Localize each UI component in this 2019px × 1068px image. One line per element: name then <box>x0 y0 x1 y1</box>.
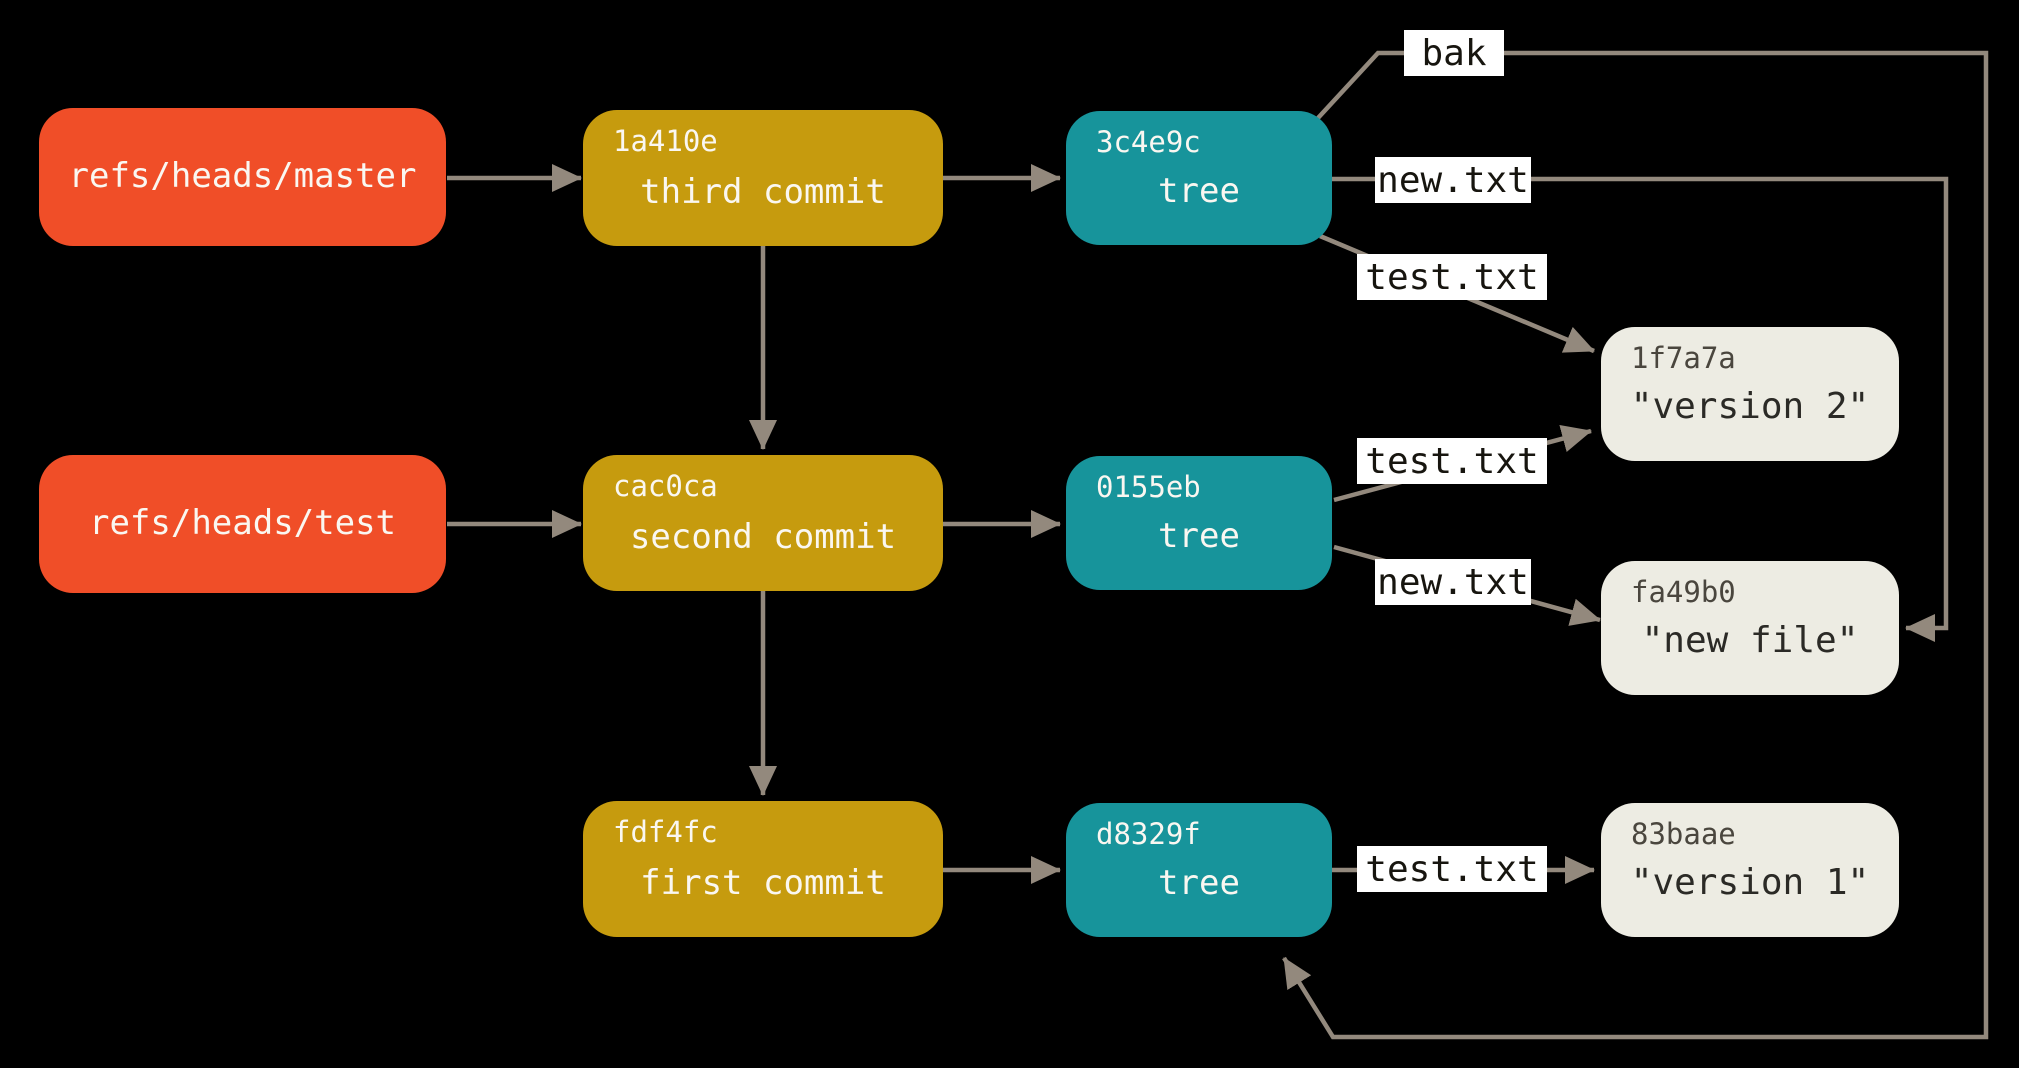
tree-3c4e9c-hash: 3c4e9c <box>1096 125 1201 159</box>
tree-0155eb-label: tree <box>1158 516 1240 556</box>
commit-third-hash: 1a410e <box>613 124 718 158</box>
edge-label-test-txt-top: test.txt <box>1357 254 1547 300</box>
commit-box-first: fdf4fc first commit <box>583 801 943 937</box>
blob-1f7a7a-label: "version 2" <box>1630 386 1870 427</box>
blob-fa49b0-hash: fa49b0 <box>1631 575 1736 609</box>
tree-0155eb-hash: 0155eb <box>1096 470 1201 504</box>
edge-label-test-txt-bottom: test.txt <box>1357 846 1547 892</box>
edge-bak-to-tree-d8329f <box>1282 50 1989 1040</box>
blob-83baae-hash: 83baae <box>1631 817 1736 851</box>
tree-d8329f-hash: d8329f <box>1096 817 1201 851</box>
blob-1f7a7a-hash: 1f7a7a <box>1631 341 1736 375</box>
edge-label-new-txt-top: new.txt <box>1375 157 1531 203</box>
commit-box-third: 1a410e third commit <box>583 110 943 246</box>
ref-test-label: refs/heads/test <box>88 503 397 544</box>
ref-box-master: refs/heads/master <box>39 108 446 246</box>
tree-box-d8329f: d8329f tree <box>1066 803 1332 937</box>
blob-box-83baae: 83baae "version 1" <box>1601 803 1899 937</box>
commit-second-hash: cac0ca <box>613 469 718 503</box>
blob-fa49b0-label: "new file" <box>1641 620 1859 661</box>
edge-label-bak: bak <box>1404 30 1504 76</box>
commit-third-label: third commit <box>640 172 886 212</box>
blob-83baae-label: "version 1" <box>1630 862 1870 903</box>
commit-second-label: second commit <box>629 517 897 557</box>
commit-box-second: cac0ca second commit <box>583 455 943 591</box>
blob-box-fa49b0: fa49b0 "new file" <box>1601 561 1899 695</box>
tree-box-0155eb: 0155eb tree <box>1066 456 1332 590</box>
tree-3c4e9c-label: tree <box>1158 171 1240 211</box>
ref-box-test: refs/heads/test <box>39 455 446 593</box>
commit-first-label: first commit <box>640 863 886 903</box>
tree-d8329f-label: tree <box>1158 863 1240 903</box>
edge-new-txt-top-to-blob-fa49b0 <box>1332 176 1949 642</box>
blob-box-1f7a7a: 1f7a7a "version 2" <box>1601 327 1899 461</box>
commit-first-hash: fdf4fc <box>613 815 718 849</box>
tree-box-3c4e9c: 3c4e9c tree <box>1066 111 1332 245</box>
edge-label-new-txt-mid: new.txt <box>1375 559 1531 605</box>
edge-label-test-txt-mid: test.txt <box>1357 438 1547 484</box>
ref-master-label: refs/heads/master <box>68 156 417 197</box>
